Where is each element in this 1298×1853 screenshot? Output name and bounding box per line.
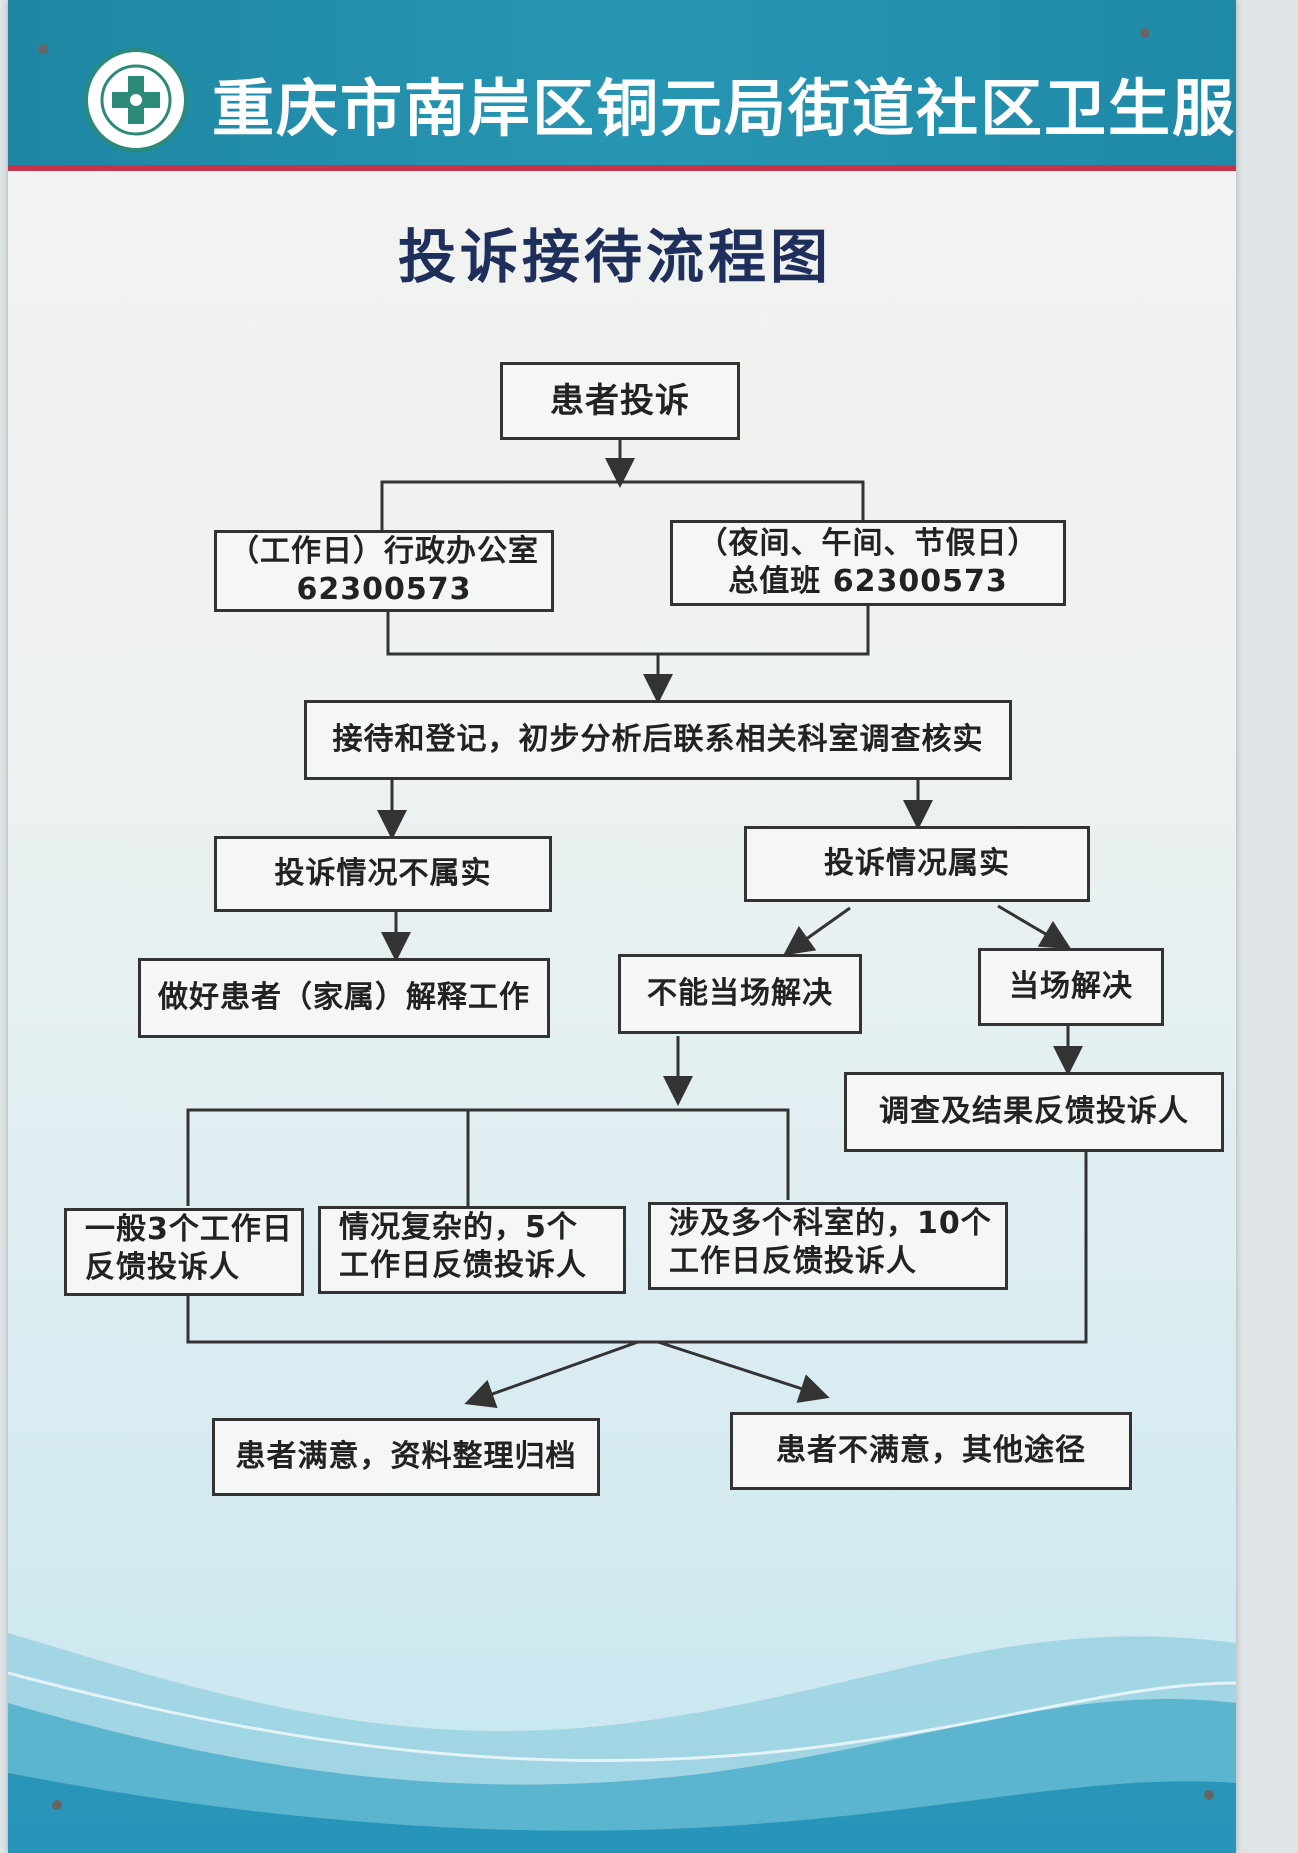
- arrow-to-satisfied: [464, 1340, 639, 1409]
- node-patient-complaint: 患者投诉: [500, 362, 740, 440]
- node-investigate-feedback: 调查及结果反馈投诉人: [844, 1072, 1224, 1152]
- flow-connectors: [186, 440, 1088, 1409]
- medical-cross-logo-icon: [84, 48, 188, 152]
- node-multi-10days: 涉及多个科室的，10个 工作日反馈投诉人: [648, 1202, 1008, 1290]
- mount-screw: [52, 1800, 62, 1810]
- node-not-true: 投诉情况不属实: [214, 836, 552, 912]
- decorative-wave: [8, 1633, 1236, 1853]
- node-explain: 做好患者（家属）解释工作: [138, 958, 550, 1038]
- node-cannot-resolve: 不能当场解决: [618, 954, 862, 1034]
- arrow-to-resolve-spot: [997, 904, 1072, 950]
- node-unsatisfied: 患者不满意，其他途径: [730, 1412, 1132, 1490]
- node-satisfied: 患者满意，资料整理归档: [212, 1418, 600, 1496]
- mount-screw: [1140, 28, 1150, 38]
- node-resolve-spot: 当场解决: [978, 948, 1164, 1026]
- mount-screw: [38, 44, 48, 54]
- split-bracket: [380, 480, 865, 530]
- node-workday-office: （工作日）行政办公室 62300573: [214, 530, 554, 612]
- node-complex-5days: 情况复杂的，5个 工作日反馈投诉人: [318, 1206, 626, 1294]
- mount-screw: [1204, 1790, 1214, 1800]
- arrow-to-cannot-resolve: [783, 906, 851, 956]
- poster-board: 重庆市南岸区铜元局街道社区卫生服务中心 投诉接待流程图: [8, 0, 1236, 1853]
- node-general-3days: 一般3个工作日 反馈投诉人: [64, 1208, 304, 1296]
- header-banner: 重庆市南岸区铜元局街道社区卫生服务中心: [8, 0, 1236, 171]
- organization-name: 重庆市南岸区铜元局街道社区卫生服务中心: [212, 72, 1236, 145]
- merge-bracket: [386, 600, 870, 656]
- timeframe-bracket: [186, 1108, 790, 1206]
- node-is-true: 投诉情况属实: [744, 826, 1090, 902]
- page-title: 投诉接待流程图: [398, 223, 833, 291]
- node-offhours-duty: （夜间、午间、节假日） 总值班 62300573: [670, 520, 1066, 606]
- arrow-to-unsatisfied: [657, 1340, 830, 1403]
- node-reception: 接待和登记，初步分析后联系相关科室调查核实: [304, 700, 1012, 780]
